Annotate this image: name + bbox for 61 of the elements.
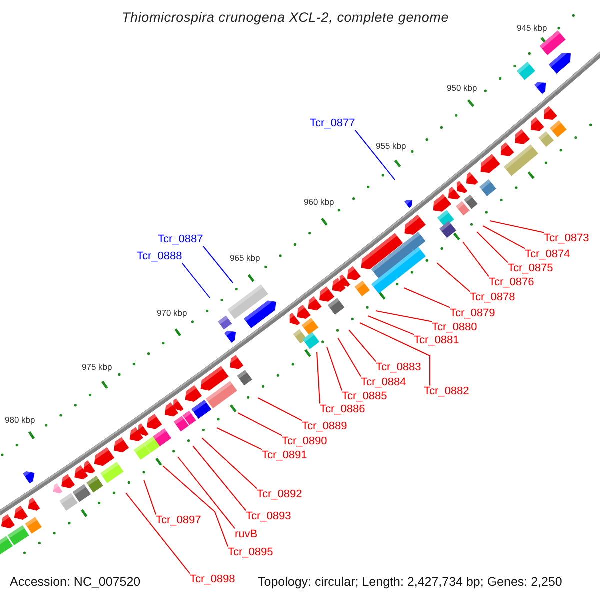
leader-line [202, 438, 258, 490]
leader-line [126, 492, 190, 574]
gene-label: Tcr_0880 [432, 322, 478, 334]
gene-label: ruvB [235, 528, 258, 542]
footer-text: Topology: circular; Length: 2,427,734 bp; Genes: 2,250 [258, 574, 562, 590]
gene-label: Tcr_0878 [470, 292, 516, 304]
scale-label: 950 kbp [447, 84, 478, 94]
gene-label: Tcr_0886 [320, 404, 366, 416]
leader-line [476, 232, 508, 264]
leader-line [348, 330, 376, 362]
scale-label: 970 kbp [157, 309, 188, 319]
gene-label: Tcr_0889 [302, 420, 348, 434]
gene-label: Tcr_0895 [228, 546, 274, 560]
gene-label: Tcr_0893 [246, 510, 292, 524]
gene-label: Tcr_0879 [450, 308, 496, 320]
gene-label: Tcr_0875 [508, 262, 554, 276]
leader-line [162, 466, 228, 548]
gene-label: Tcr_0885 [342, 390, 388, 404]
gene-label: Tcr_0873 [544, 232, 590, 246]
leader-line [326, 346, 342, 392]
gene-label: Tcr_0877 [310, 118, 356, 130]
leader-line [216, 428, 262, 450]
gene-label: Tcr_0884 [361, 376, 406, 390]
leader-line [178, 456, 236, 530]
leader-line [404, 288, 450, 308]
gene-label: Tcr_0887 [158, 234, 204, 246]
leader-line [354, 130, 396, 180]
leader-line [238, 412, 282, 436]
gene-label: Tcr_0892 [257, 488, 302, 502]
leader-line [368, 316, 414, 336]
title: Thiomicrospira crunogena XCL-2, complete genome [122, 10, 450, 26]
leader-line [192, 446, 246, 512]
leader-line [360, 322, 430, 386]
footer-text: Accession: NC_007520 [10, 574, 141, 590]
gene-label: Tcr_0890 [282, 436, 328, 448]
gene-label: Tcr_0874 [525, 248, 570, 262]
leader-line [316, 352, 320, 404]
leader-line [482, 226, 526, 250]
gene-label: Tcr_0897 [156, 514, 202, 528]
gene-label: Tcr_0881 [414, 334, 460, 348]
leader-line [258, 398, 302, 422]
gene-label: Tcr_0888 [137, 250, 182, 264]
scale-label: 955 kbp [376, 142, 406, 152]
scale-label: 975 kbp [82, 363, 112, 373]
scale-label: 945 kbp [517, 24, 548, 34]
leader-line [376, 310, 432, 322]
leader-line [436, 262, 470, 292]
gene-label: Tcr_0883 [376, 362, 422, 374]
scale-label: 980 kbp [5, 416, 36, 426]
gene-label: Tcr_0876 [489, 276, 534, 290]
leader-line [182, 262, 210, 298]
leader-line [490, 220, 544, 234]
leader-line [144, 480, 156, 516]
scale-label: 965 kbp [230, 254, 260, 264]
gene-label: Tcr_0882 [424, 386, 470, 398]
gene-label: Tcr_0898 [190, 574, 236, 586]
leader-line [338, 338, 362, 378]
leader-line [462, 242, 490, 278]
scale-label: 960 kbp [304, 198, 334, 208]
gene-label: Tcr_0891 [262, 450, 308, 462]
leader-line [202, 246, 234, 284]
